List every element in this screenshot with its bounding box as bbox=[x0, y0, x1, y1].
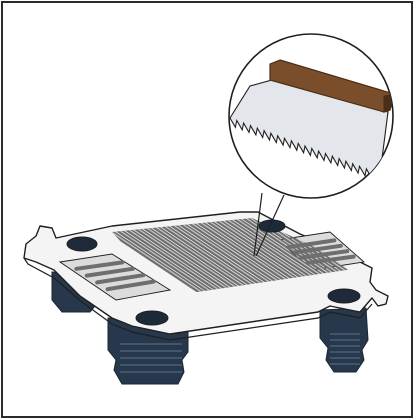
rib-highlight bbox=[112, 228, 210, 296]
rib-stripe bbox=[292, 243, 343, 255]
hole-rear-left bbox=[66, 236, 98, 252]
rib-highlight bbox=[187, 220, 291, 290]
adhesive-ribbing-right bbox=[286, 238, 356, 265]
rib-stripe bbox=[299, 249, 350, 260]
rib-stripe bbox=[286, 238, 337, 250]
notched-trowel-callout bbox=[228, 33, 394, 199]
rib-highlight bbox=[151, 224, 255, 293]
callout-leader bbox=[253, 192, 285, 257]
rib-highlight bbox=[133, 225, 237, 295]
rib-highlight bbox=[232, 218, 336, 285]
rib-stripe bbox=[84, 266, 135, 278]
rib-stripe bbox=[74, 260, 125, 271]
rib-highlight bbox=[196, 219, 300, 289]
rib-stripe bbox=[305, 254, 356, 265]
rib-highlight bbox=[115, 227, 219, 296]
hole-front-left bbox=[135, 310, 169, 326]
rib-highlight bbox=[223, 218, 327, 286]
hole-front-right bbox=[327, 288, 361, 304]
mounting-holes bbox=[66, 219, 361, 326]
adhesive-ribbing-left bbox=[74, 260, 156, 292]
rib-highlight bbox=[214, 218, 318, 287]
trowel-teeth bbox=[229, 79, 389, 183]
plate-edge bbox=[23, 257, 373, 341]
leg-ribs bbox=[120, 333, 360, 373]
rib-stripe bbox=[95, 273, 146, 285]
rib-highlight bbox=[160, 223, 264, 293]
rib-stripe bbox=[105, 279, 156, 292]
rib-highlight bbox=[124, 226, 228, 296]
rib-highlight bbox=[142, 224, 246, 294]
rib-highlight bbox=[169, 222, 273, 292]
rib-highlight bbox=[178, 221, 282, 291]
